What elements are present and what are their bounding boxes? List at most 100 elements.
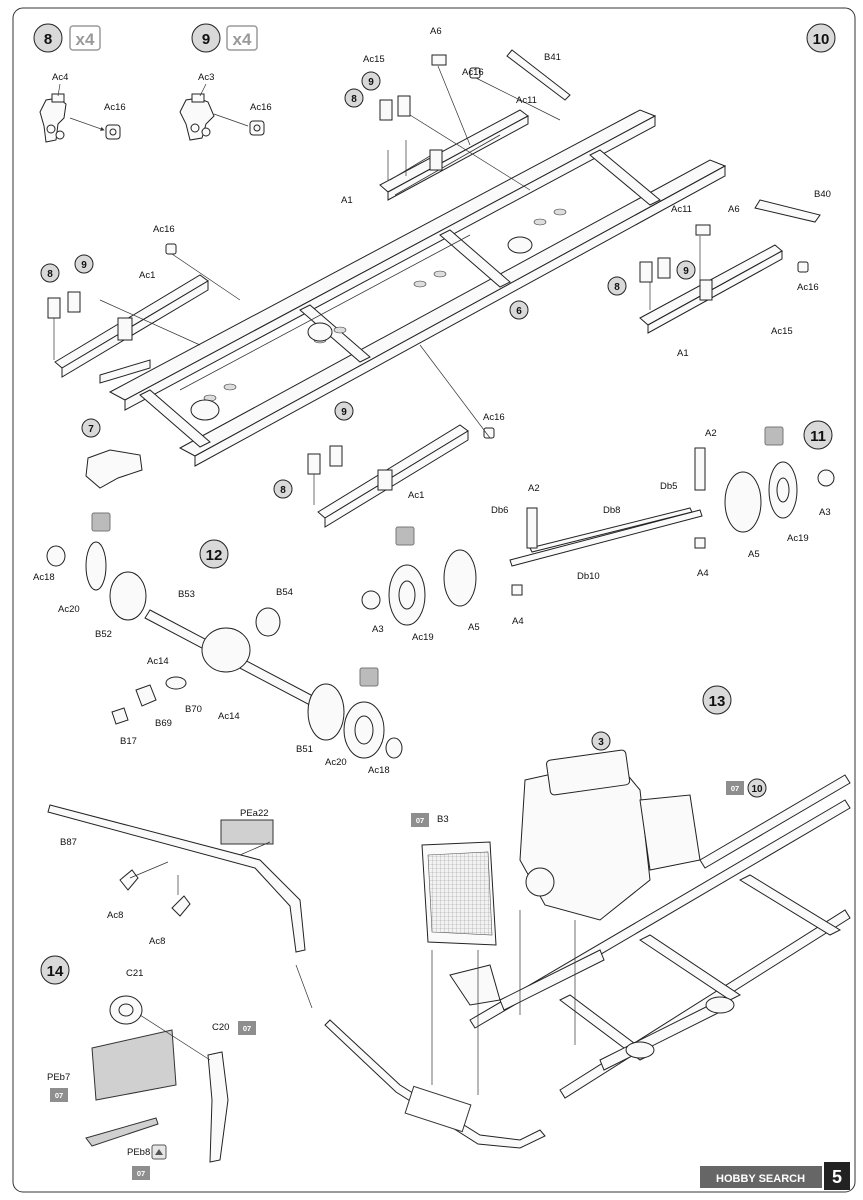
label-peb8: PEb8 bbox=[127, 1147, 150, 1158]
step-11-group: 11 A2 Db5 A3 Ac19 A5 A4 A2 Db6 Db8 Db10 … bbox=[361, 420, 835, 643]
watermark: HOBBY SEARCH bbox=[700, 1166, 822, 1188]
step-9-group: 9 x4 Ac3 Ac16 bbox=[179, 23, 272, 141]
callout-8-d: 8 bbox=[607, 276, 627, 296]
callout-10-num: 10 bbox=[751, 784, 763, 795]
part-ac4-bracket bbox=[39, 93, 67, 143]
label-a1-top: A1 bbox=[341, 195, 353, 206]
label-c21: C21 bbox=[126, 968, 143, 979]
label-ac14-b: Ac14 bbox=[218, 711, 240, 722]
step-12-group: 12 Ac18 Ac20 B52 B53 B54 Ac14 B70 Ac14 B… bbox=[33, 512, 403, 776]
part-db10-rod bbox=[509, 509, 703, 567]
step-10-number: 10 bbox=[813, 31, 830, 48]
label-ac16-step9: Ac16 bbox=[250, 102, 272, 113]
part-b69 bbox=[135, 684, 157, 707]
label-b69: B69 bbox=[155, 718, 172, 729]
page-border bbox=[12, 7, 856, 1193]
part-b54-cover bbox=[255, 607, 281, 637]
label-b41: B41 bbox=[544, 52, 561, 63]
label-b52: B52 bbox=[95, 629, 112, 640]
label-ac11-right: Ac11 bbox=[671, 204, 692, 215]
label-a3-right: A3 bbox=[819, 507, 831, 518]
step-8-multiplier: x4 bbox=[76, 30, 95, 49]
label-ac15-top: Ac15 bbox=[363, 54, 385, 65]
step-10-group: 10 bbox=[40, 23, 836, 528]
label-ac19-right: Ac19 bbox=[787, 533, 809, 544]
step-13-badge bbox=[702, 685, 732, 715]
leaf-spring-a1-right bbox=[639, 244, 783, 334]
callout-8-b: 8 bbox=[40, 263, 60, 283]
part-ac8-b bbox=[171, 895, 191, 917]
label-ac20-left: Ac20 bbox=[58, 604, 80, 615]
callout-7-num: 7 bbox=[88, 424, 94, 435]
callout-8-a: 8 bbox=[344, 88, 364, 108]
label-ac18-right: Ac18 bbox=[368, 765, 390, 776]
part-a3-cap-right bbox=[817, 469, 835, 487]
step-10-badge bbox=[806, 23, 836, 53]
label-db6: Db6 bbox=[491, 505, 508, 516]
part-license-plate bbox=[404, 1085, 472, 1133]
label-a3-mid: A3 bbox=[372, 624, 384, 635]
label-a4-right: A4 bbox=[697, 568, 709, 579]
step-8-group: 8 x4 Ac4 Ac16 bbox=[33, 23, 126, 143]
part-db8-rod bbox=[529, 507, 693, 553]
callout-8-d-num: 8 bbox=[614, 282, 620, 293]
part-a4-right bbox=[694, 537, 706, 549]
part-c20 bbox=[207, 1051, 229, 1163]
part-ac20-left bbox=[85, 541, 107, 591]
part-ac16-bushing-9 bbox=[249, 120, 265, 136]
page-number: 5 bbox=[824, 1162, 850, 1190]
part-peb7-plate bbox=[91, 1029, 177, 1101]
step-13-number: 13 bbox=[709, 693, 726, 710]
part-a3-cap-left bbox=[361, 590, 381, 610]
label-db5: Db5 bbox=[660, 481, 677, 492]
label-ac11-top: Ac11 bbox=[516, 95, 537, 106]
part-engine-pulley bbox=[525, 867, 555, 897]
part-7-bracket bbox=[85, 449, 143, 489]
part-a5-drum-left bbox=[443, 549, 477, 607]
callout-8-b-num: 8 bbox=[47, 269, 53, 280]
callout-10: 10 bbox=[747, 778, 767, 798]
label-ac18-left: Ac18 bbox=[33, 572, 55, 583]
paint-icon-12b bbox=[359, 667, 379, 687]
part-a5-drum-right bbox=[724, 471, 762, 533]
step-11-number: 11 bbox=[810, 428, 826, 445]
label-ac16-right: Ac16 bbox=[797, 282, 819, 293]
label-ac16-step8: Ac16 bbox=[104, 102, 126, 113]
callout-9-c: 9 bbox=[334, 401, 354, 421]
leaf-spring-a1-top bbox=[379, 109, 529, 201]
paint-07-b bbox=[411, 813, 429, 827]
part-b17 bbox=[111, 707, 129, 725]
label-a5-mid: A5 bbox=[468, 622, 480, 633]
callout-8-c-num: 8 bbox=[280, 485, 286, 496]
label-b70: B70 bbox=[185, 704, 202, 715]
step-14-badge bbox=[40, 955, 70, 985]
paint-07-d-text: 07 bbox=[55, 1091, 63, 1100]
leaf-spring-ac1-left bbox=[54, 274, 209, 378]
part-ac8-a bbox=[119, 869, 139, 891]
label-a2-right: A2 bbox=[705, 428, 717, 439]
callout-9-c-num: 9 bbox=[341, 407, 347, 418]
callout-9-d: 9 bbox=[676, 260, 696, 280]
callout-3: 3 bbox=[591, 731, 611, 751]
part-differential bbox=[201, 627, 251, 673]
part-a4-left bbox=[511, 584, 523, 596]
label-ac3: Ac3 bbox=[198, 72, 214, 83]
callout-6-num: 6 bbox=[516, 306, 522, 317]
label-a2-mid: A2 bbox=[528, 483, 540, 494]
step-8-multiplier-box bbox=[69, 25, 101, 51]
callout-9-b: 9 bbox=[74, 254, 94, 274]
label-b40: B40 bbox=[814, 189, 831, 200]
part-a2-kingpin-right bbox=[694, 447, 706, 491]
label-ac4: Ac4 bbox=[52, 72, 68, 83]
label-a1-right: A1 bbox=[677, 348, 689, 359]
paint-07-e-text: 07 bbox=[137, 1169, 145, 1178]
label-a5-right: A5 bbox=[748, 549, 760, 560]
part-b70 bbox=[165, 676, 187, 690]
step-12-badge bbox=[199, 539, 229, 569]
label-ac20-right: Ac20 bbox=[325, 757, 347, 768]
step-9-multiplier: x4 bbox=[233, 30, 252, 49]
paint-07-a-text: 07 bbox=[731, 784, 739, 793]
label-ac14-a: Ac14 bbox=[147, 656, 169, 667]
part-a2-kingpin-left bbox=[526, 507, 538, 549]
leaf-spring-ac1-bottom bbox=[317, 424, 469, 528]
